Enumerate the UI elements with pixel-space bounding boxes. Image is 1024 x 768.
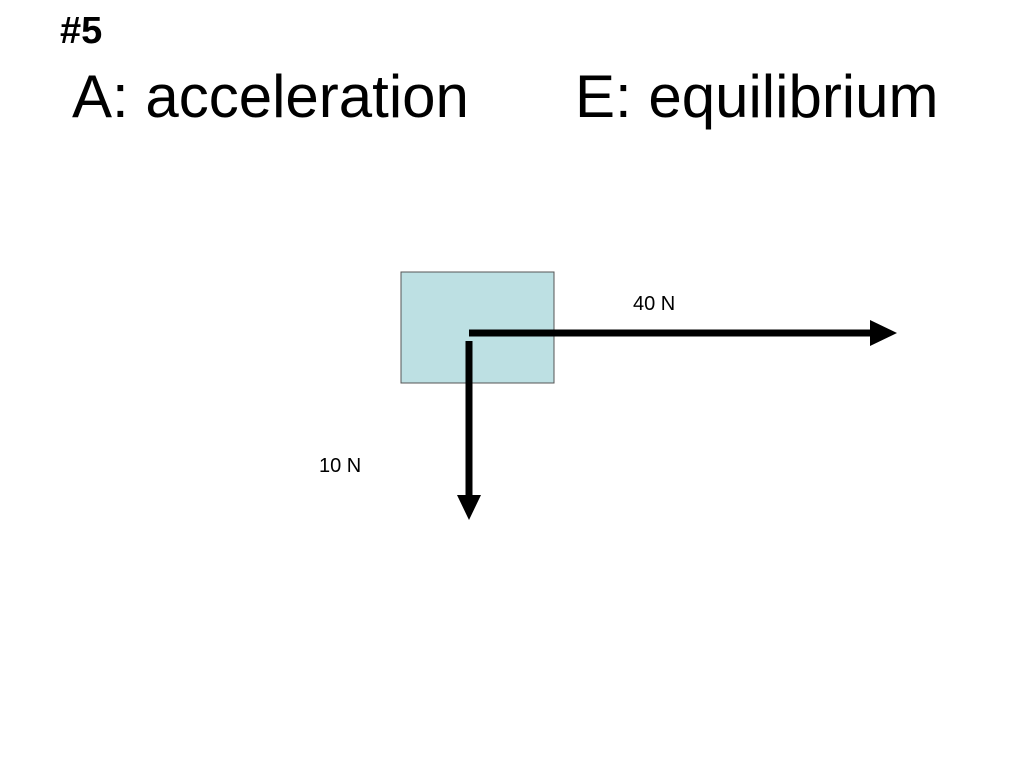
force-label-right: 40 N: [633, 293, 675, 315]
force-label-down: 10 N: [319, 455, 361, 477]
block: [400, 271, 555, 384]
force-arrow-right-head: [870, 320, 897, 346]
force-arrow-down-head: [457, 495, 481, 520]
option-a-title: A: acceleration: [72, 63, 469, 130]
option-e-title: E: equilibrium: [575, 63, 939, 130]
slide-number: #5: [60, 10, 103, 52]
